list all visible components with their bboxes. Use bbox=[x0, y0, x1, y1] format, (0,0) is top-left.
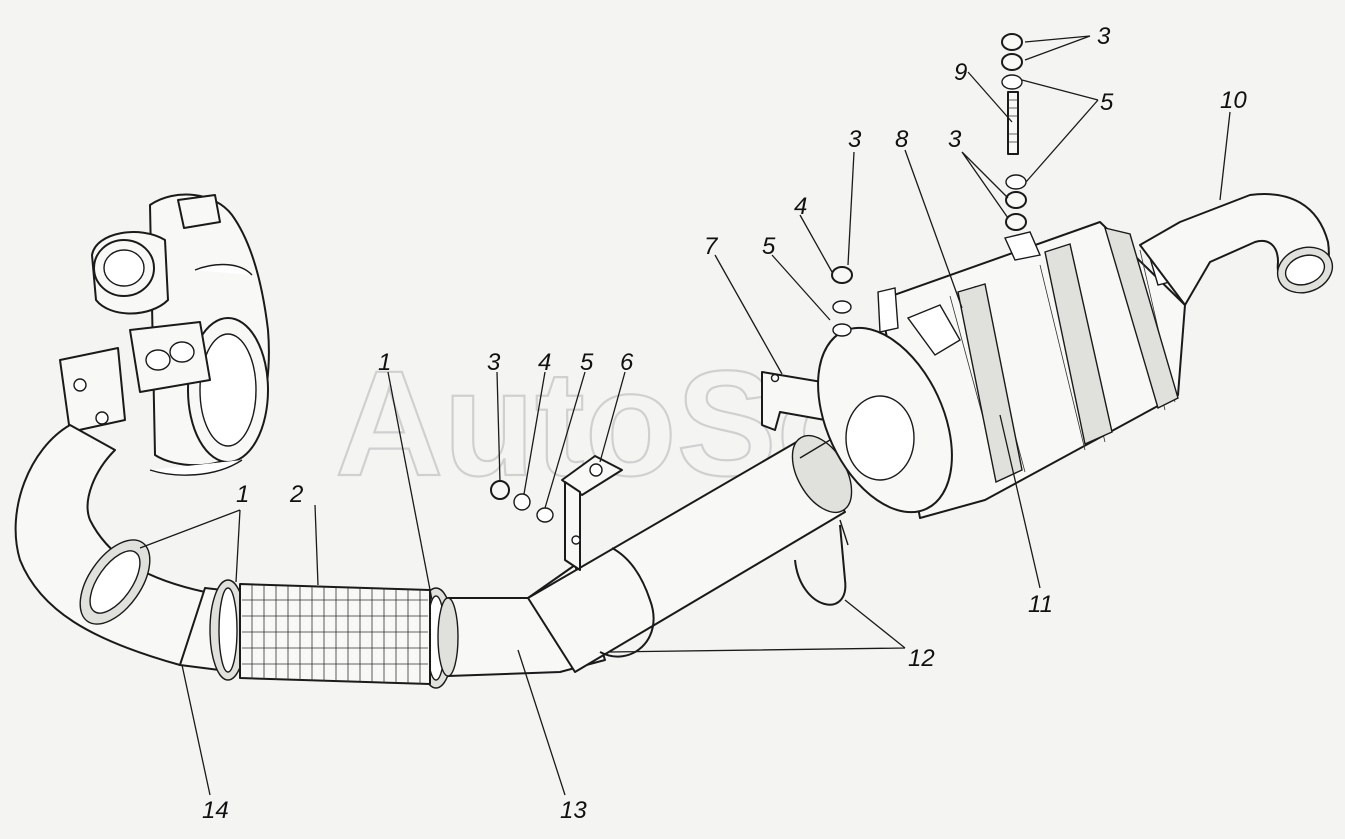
callout-3-left: 3 bbox=[487, 349, 501, 376]
turbocharger bbox=[59, 193, 270, 476]
u-bolt-clamps bbox=[599, 519, 849, 658]
mounting-bracket bbox=[561, 455, 623, 571]
callout-3-top: 3 bbox=[1097, 23, 1111, 50]
callout-7: 7 bbox=[704, 233, 719, 260]
callout-3-mid: 3 bbox=[848, 126, 862, 153]
callout-5-mid: 5 bbox=[762, 233, 776, 260]
leader-lines bbox=[139, 35, 1231, 796]
callout-2: 2 bbox=[289, 481, 303, 508]
callout-1-lower: 1 bbox=[236, 481, 249, 508]
callout-4-mid: 4 bbox=[794, 193, 807, 220]
tailpipe bbox=[1139, 193, 1334, 306]
fasteners bbox=[490, 33, 1027, 523]
callout-5-left: 5 bbox=[580, 349, 594, 376]
callout-12: 12 bbox=[908, 645, 935, 672]
callout-labels: 3 9 5 10 3 8 3 4 5 7 1 3 4 5 6 1 2 11 12… bbox=[202, 23, 1247, 824]
callout-3-right: 3 bbox=[948, 126, 962, 153]
callout-14: 14 bbox=[202, 797, 229, 824]
callout-6: 6 bbox=[620, 349, 634, 376]
callout-11: 11 bbox=[1028, 591, 1053, 618]
callout-8: 8 bbox=[895, 126, 909, 153]
callout-13: 13 bbox=[560, 797, 587, 824]
callout-9: 9 bbox=[954, 59, 967, 86]
callout-10: 10 bbox=[1220, 87, 1247, 114]
flexible-hose bbox=[239, 583, 431, 685]
intermediate-pipe bbox=[437, 434, 853, 677]
muffler bbox=[817, 221, 1186, 519]
callout-4-left: 4 bbox=[538, 349, 551, 376]
callout-5-top: 5 bbox=[1100, 89, 1114, 116]
callout-1-upper: 1 bbox=[378, 349, 391, 376]
